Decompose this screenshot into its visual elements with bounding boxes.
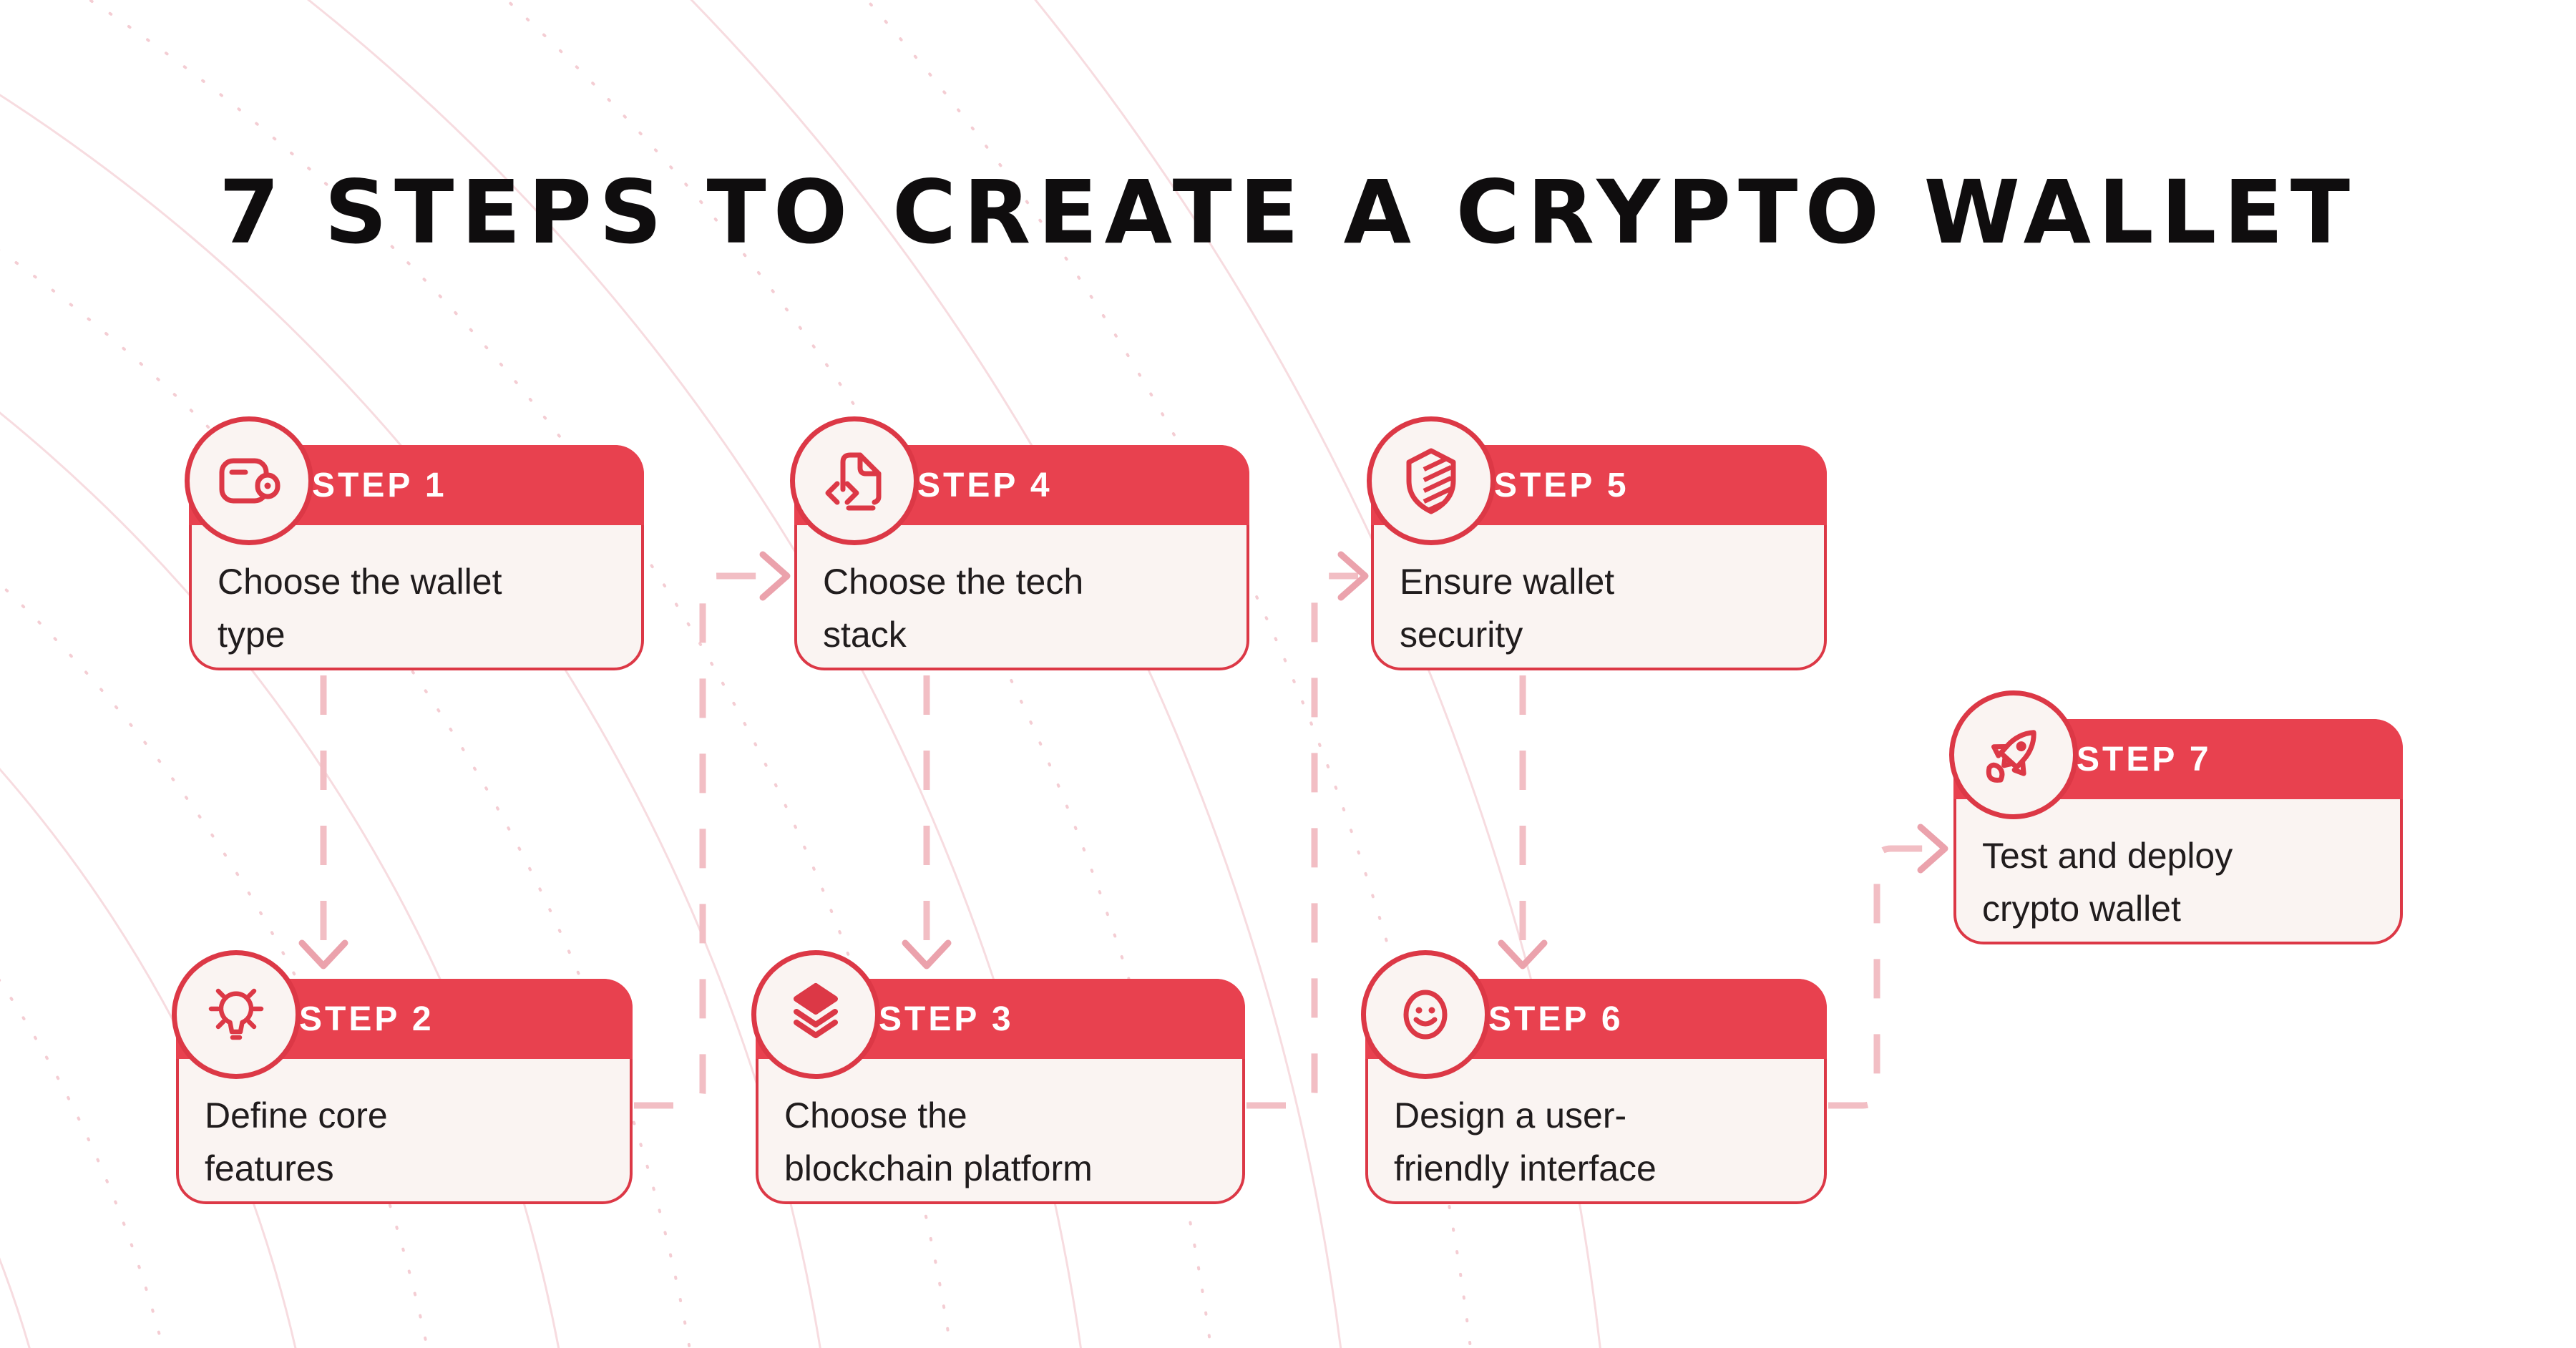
step-card-1: STEP 1 Choose the wallet type	[185, 416, 644, 670]
step-card-5: STEP 5 Ensure wallet security	[1367, 416, 1827, 670]
step-2-description-line: features	[205, 1148, 334, 1188]
connector-step6-step7	[1828, 845, 1938, 1109]
step-6-description-line: friendly interface	[1394, 1148, 1657, 1188]
step-2-label: STEP 2	[299, 1000, 434, 1038]
arrowhead-into-step3	[902, 939, 952, 970]
step-6-description: Design a user- friendly interface	[1394, 1089, 1813, 1195]
step-card-3: STEP 3 Choose the blockchain platform	[751, 950, 1245, 1204]
step-1-description: Choose the wallet type	[218, 555, 630, 661]
step-1-label: STEP 1	[312, 466, 447, 504]
step-3-description-line: blockchain platform	[784, 1148, 1093, 1188]
step-1-description-line: Choose the wallet	[218, 562, 502, 602]
code-file-icon	[790, 416, 919, 545]
step-5-label: STEP 5	[1494, 466, 1629, 504]
step-5-description-line: Ensure wallet	[1400, 562, 1615, 602]
rocket-icon	[1949, 690, 2078, 819]
arrowhead-into-step7	[1917, 824, 1948, 874]
arrowhead-into-step5	[1337, 551, 1369, 601]
arrowhead-into-step2	[298, 939, 348, 970]
step-4-description: Choose the tech stack	[823, 555, 1235, 661]
step-7-description-line: Test and deploy	[1982, 836, 2233, 876]
step-5-description: Ensure wallet security	[1400, 555, 1813, 661]
smiley-icon	[1361, 950, 1490, 1079]
step-6-label: STEP 6	[1488, 1000, 1624, 1038]
step-1-description-line: type	[218, 615, 286, 655]
step-7-description-line: crypto wallet	[1982, 889, 2181, 929]
step-card-7: STEP 7 Test and deploy crypto wallet	[1949, 690, 2403, 944]
shield-icon	[1367, 416, 1496, 545]
arrowhead-into-step6	[1498, 939, 1548, 970]
arrowhead-into-step4	[759, 551, 791, 601]
step-card-6: STEP 6 Design a user- friendly interface	[1361, 950, 1827, 1204]
connector-step2-step4	[634, 572, 781, 1109]
step-7-label: STEP 7	[2077, 740, 2212, 778]
step-4-description-line: Choose the tech	[823, 562, 1084, 602]
step-4-description-line: stack	[823, 615, 907, 655]
wallet-icon	[185, 416, 313, 545]
step-2-description-line: Define core	[205, 1095, 388, 1135]
step-7-description: Test and deploy crypto wallet	[1982, 829, 2389, 935]
step-2-description: Define core features	[205, 1089, 618, 1195]
step-4-label: STEP 4	[917, 466, 1053, 504]
step-5-description-line: security	[1400, 615, 1523, 655]
connector-step3-step5	[1246, 572, 1358, 1109]
layers-icon	[751, 950, 880, 1079]
step-card-2: STEP 2 Define core features	[172, 950, 633, 1204]
step-3-description: Choose the blockchain platform	[784, 1089, 1231, 1195]
step-3-label: STEP 3	[879, 1000, 1014, 1038]
page-title: 7 STEPS TO CREATE A CRYPTO WALLET	[218, 162, 2358, 263]
step-3-description-line: Choose the	[784, 1095, 967, 1135]
lightbulb-icon	[172, 950, 301, 1079]
step-card-4: STEP 4 Choose the tech stack	[790, 416, 1249, 670]
step-6-description-line: Design a user-	[1394, 1095, 1627, 1135]
